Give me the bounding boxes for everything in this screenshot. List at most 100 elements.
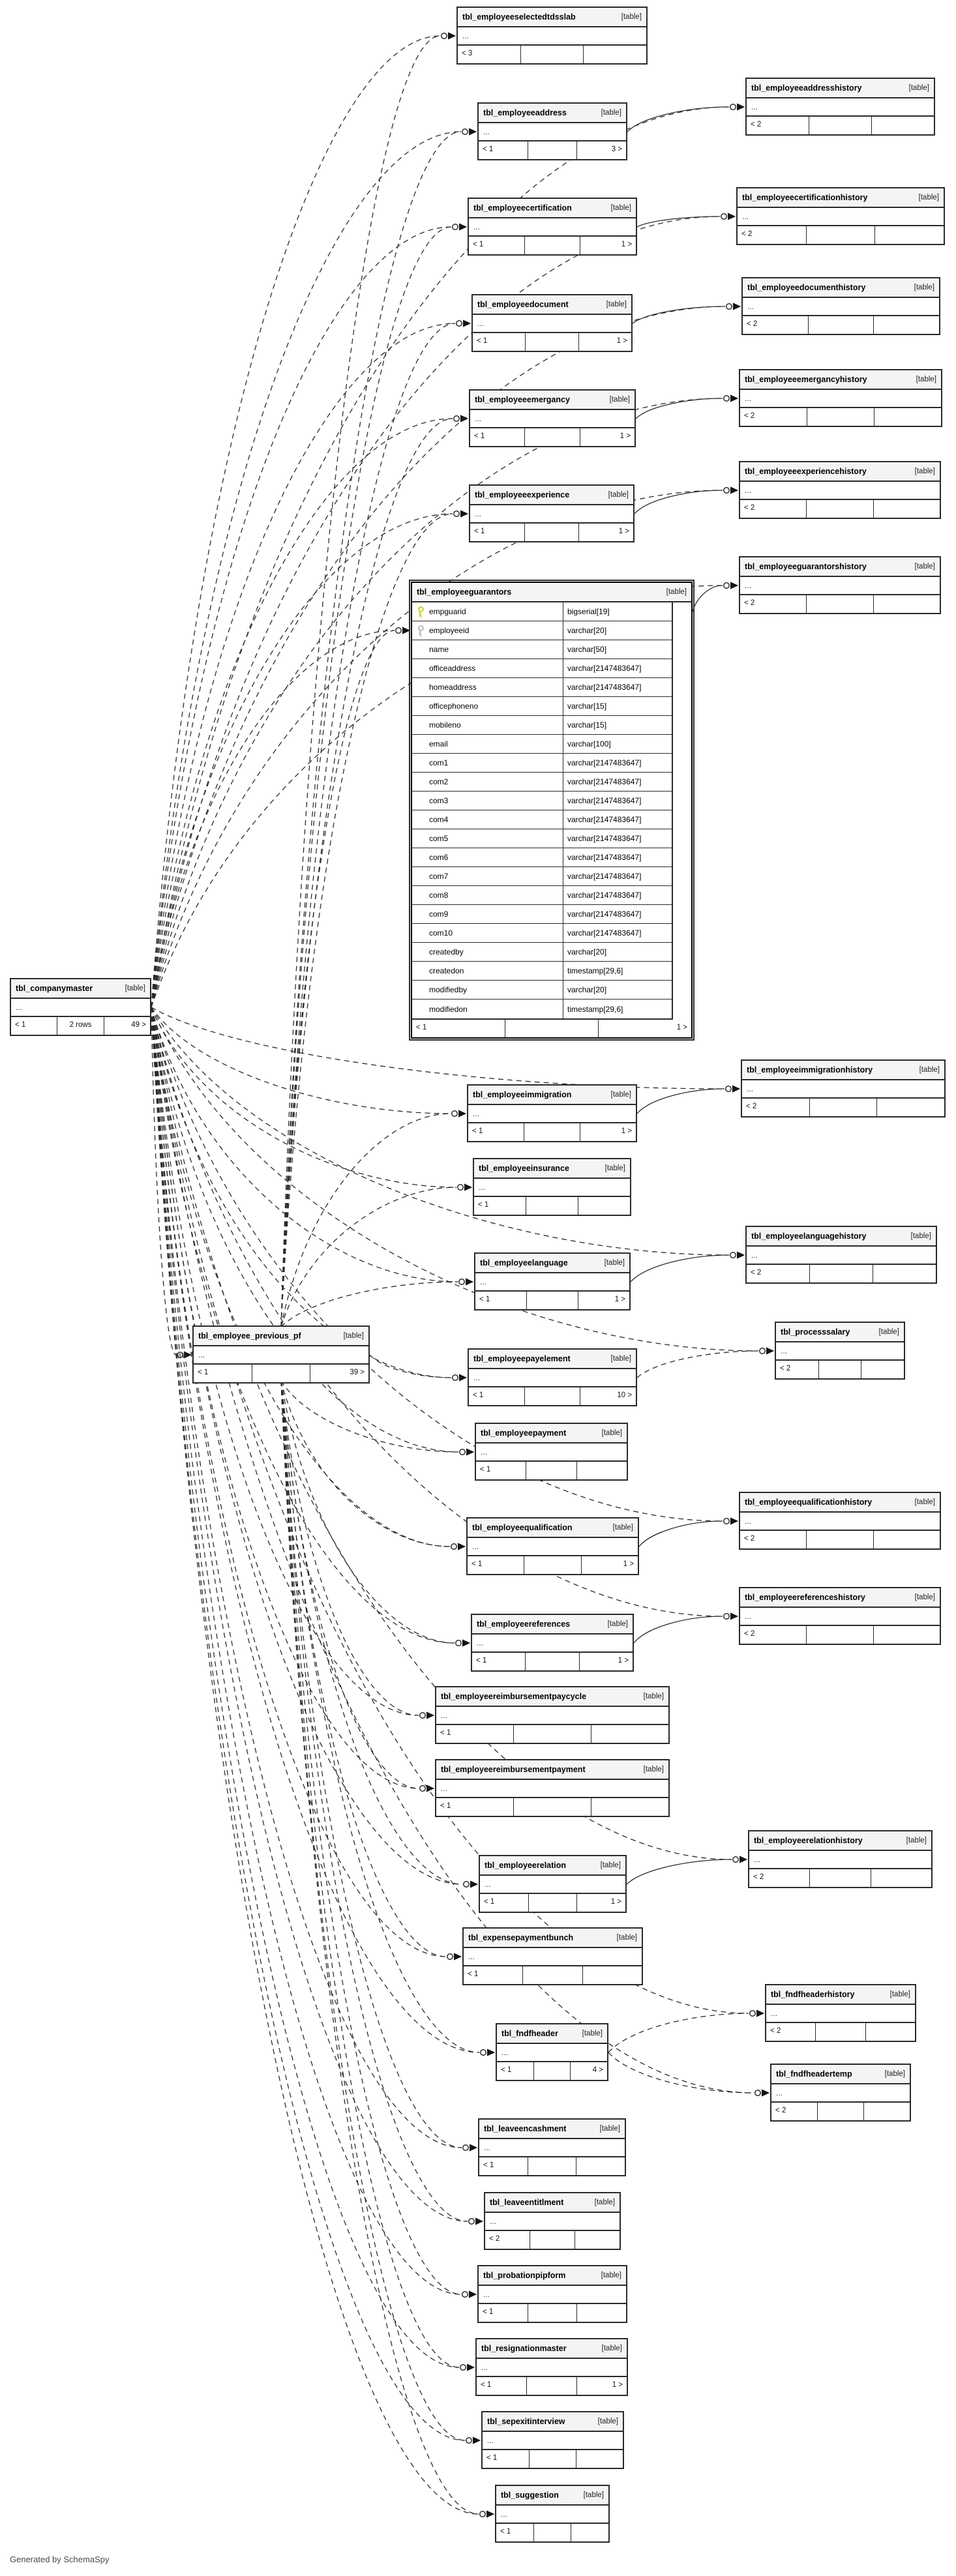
footer-children[interactable]: 4 > bbox=[592, 2066, 604, 2074]
footer-children[interactable]: 1 > bbox=[616, 337, 627, 345]
footer-parents[interactable]: < 1 bbox=[436, 1725, 514, 1743]
table-name[interactable]: tbl_employeecertificationhistory bbox=[742, 193, 868, 202]
footer-parents[interactable]: < 1 bbox=[436, 1798, 514, 1816]
table-leaveentitlment[interactable]: tbl_leaveentitlment[table]...< 2 bbox=[484, 2192, 621, 2250]
table-name[interactable]: tbl_employeepayelement bbox=[473, 1354, 571, 1363]
footer-parents[interactable]: < 1 bbox=[475, 1292, 527, 1309]
footer-children[interactable]: 39 > bbox=[350, 1369, 365, 1376]
footer-parents[interactable]: < 1 bbox=[473, 333, 526, 351]
footer-parents[interactable]: < 1 bbox=[11, 1017, 58, 1035]
table-leaveencashment[interactable]: tbl_leaveencashment[table]...< 1 bbox=[478, 2118, 626, 2176]
table-name[interactable]: tbl_employeeemergancy bbox=[475, 395, 570, 404]
footer-parents[interactable]: < 2 bbox=[749, 1869, 811, 1887]
table-name[interactable]: tbl_fndfheaderhistory bbox=[771, 1990, 855, 1999]
table-certificationhistory[interactable]: tbl_employeecertificationhistory[table].… bbox=[736, 187, 945, 245]
table-processsalary[interactable]: tbl_processsalary[table]...< 2 bbox=[775, 1322, 905, 1380]
table-relationhistory[interactable]: tbl_employeerelationhistory[table]...< 2 bbox=[748, 1830, 933, 1888]
table-name[interactable]: tbl_employeeinsurance bbox=[479, 1164, 569, 1173]
table-addresshistory[interactable]: tbl_employeeaddresshistory[table]...< 2 bbox=[745, 78, 935, 136]
table-name[interactable]: tbl_companymaster bbox=[16, 984, 93, 993]
table-name[interactable]: tbl_employeecertification bbox=[473, 203, 572, 213]
footer-children[interactable]: 1 > bbox=[610, 1898, 622, 1906]
footer-parents[interactable]: < 2 bbox=[485, 2231, 530, 2249]
table-name[interactable]: tbl_employeeguarantors bbox=[417, 587, 512, 597]
footer-parents[interactable]: < 2 bbox=[742, 1099, 810, 1116]
footer-parents[interactable]: < 1 bbox=[476, 1462, 527, 1479]
table-name[interactable]: tbl_resignationmaster bbox=[481, 2344, 567, 2353]
table-reimbursementpayment[interactable]: tbl_employeereimbursementpayment[table].… bbox=[435, 1759, 670, 1817]
footer-parents[interactable]: < 2 bbox=[766, 2023, 816, 2041]
footer-parents[interactable]: < 1 bbox=[496, 2524, 534, 2541]
table-immigrationhistory[interactable]: tbl_employeeimmigrationhistory[table]...… bbox=[741, 1059, 946, 1118]
table-name[interactable]: tbl_employeeimmigrationhistory bbox=[747, 1065, 873, 1074]
footer-parents[interactable]: < 1 bbox=[464, 1966, 524, 1984]
table-name[interactable]: tbl_employeepayment bbox=[481, 1429, 567, 1438]
table-name[interactable]: tbl_leaveentitlment bbox=[490, 2198, 564, 2207]
table-name[interactable]: tbl_fndfheadertemp bbox=[776, 2069, 852, 2079]
table-qualificationhistory[interactable]: tbl_employeequalificationhistory[table].… bbox=[739, 1492, 941, 1550]
footer-parents[interactable]: < 1 bbox=[470, 428, 526, 446]
table-name[interactable]: tbl_employeequalificationhistory bbox=[745, 1498, 873, 1507]
table-documenthistory[interactable]: tbl_employeedocumenthistory[table]...< 2 bbox=[741, 277, 940, 335]
footer-parents[interactable]: < 1 bbox=[483, 2450, 530, 2468]
footer-parents[interactable]: < 1 bbox=[472, 1653, 526, 1670]
table-name[interactable]: tbl_leaveencashment bbox=[484, 2124, 567, 2133]
footer-children[interactable]: 49 > bbox=[131, 1021, 146, 1029]
table-name[interactable]: tbl_employeeimmigration bbox=[473, 1090, 572, 1099]
table-name[interactable]: tbl_employeeguarantorshistory bbox=[745, 562, 867, 571]
table-name[interactable]: tbl_probationpipform bbox=[483, 2271, 566, 2280]
table-sepexitinterview[interactable]: tbl_sepexitinterview[table]...< 1 bbox=[481, 2411, 624, 2469]
footer-parents[interactable]: < 2 bbox=[771, 2103, 818, 2120]
table-name[interactable]: tbl_suggestion bbox=[501, 2491, 559, 2500]
table-suggestion[interactable]: tbl_suggestion[table]...< 1 bbox=[495, 2485, 610, 2543]
table-name[interactable]: tbl_employee_previous_pf bbox=[198, 1331, 301, 1340]
table-languagehistory[interactable]: tbl_employeelanguagehistory[table]...< 2 bbox=[745, 1226, 937, 1284]
footer-parents[interactable]: < 2 bbox=[747, 1265, 810, 1282]
footer-children[interactable]: 1 > bbox=[623, 1560, 634, 1568]
footer-children[interactable]: 1 > bbox=[620, 432, 631, 440]
footer-rows[interactable]: 2 rows bbox=[57, 1017, 104, 1035]
table-name[interactable]: tbl_sepexitinterview bbox=[487, 2417, 565, 2426]
footer-parents[interactable]: < 2 bbox=[740, 595, 807, 613]
footer-parents[interactable]: < 1 bbox=[470, 524, 525, 541]
table-name[interactable]: tbl_employeeselectedtdsslab bbox=[462, 12, 576, 22]
table-selectedtdsslab[interactable]: tbl_employeeselectedtdsslab[table]...< 3 bbox=[456, 7, 648, 65]
footer-parents[interactable]: < 1 bbox=[412, 1020, 505, 1037]
footer-children[interactable]: 3 > bbox=[611, 145, 623, 153]
footer-children[interactable]: 1 > bbox=[612, 2381, 623, 2389]
footer-children[interactable]: 1 > bbox=[614, 1295, 625, 1303]
table-name[interactable]: tbl_employeeemergancyhistory bbox=[745, 375, 867, 384]
table-referenceshistory[interactable]: tbl_employeereferenceshistory[table]...<… bbox=[739, 1587, 941, 1645]
table-name[interactable]: tbl_expensepaymentbunch bbox=[468, 1933, 574, 1942]
footer-parents[interactable]: < 2 bbox=[776, 1361, 819, 1378]
table-name[interactable]: tbl_employeerelationhistory bbox=[754, 1836, 863, 1845]
footer-children[interactable]: 1 > bbox=[621, 241, 633, 248]
table-name[interactable]: tbl_employeeaddress bbox=[483, 108, 567, 117]
footer-parents[interactable]: < 2 bbox=[740, 500, 807, 518]
footer-parents[interactable]: < 1 bbox=[469, 237, 525, 254]
